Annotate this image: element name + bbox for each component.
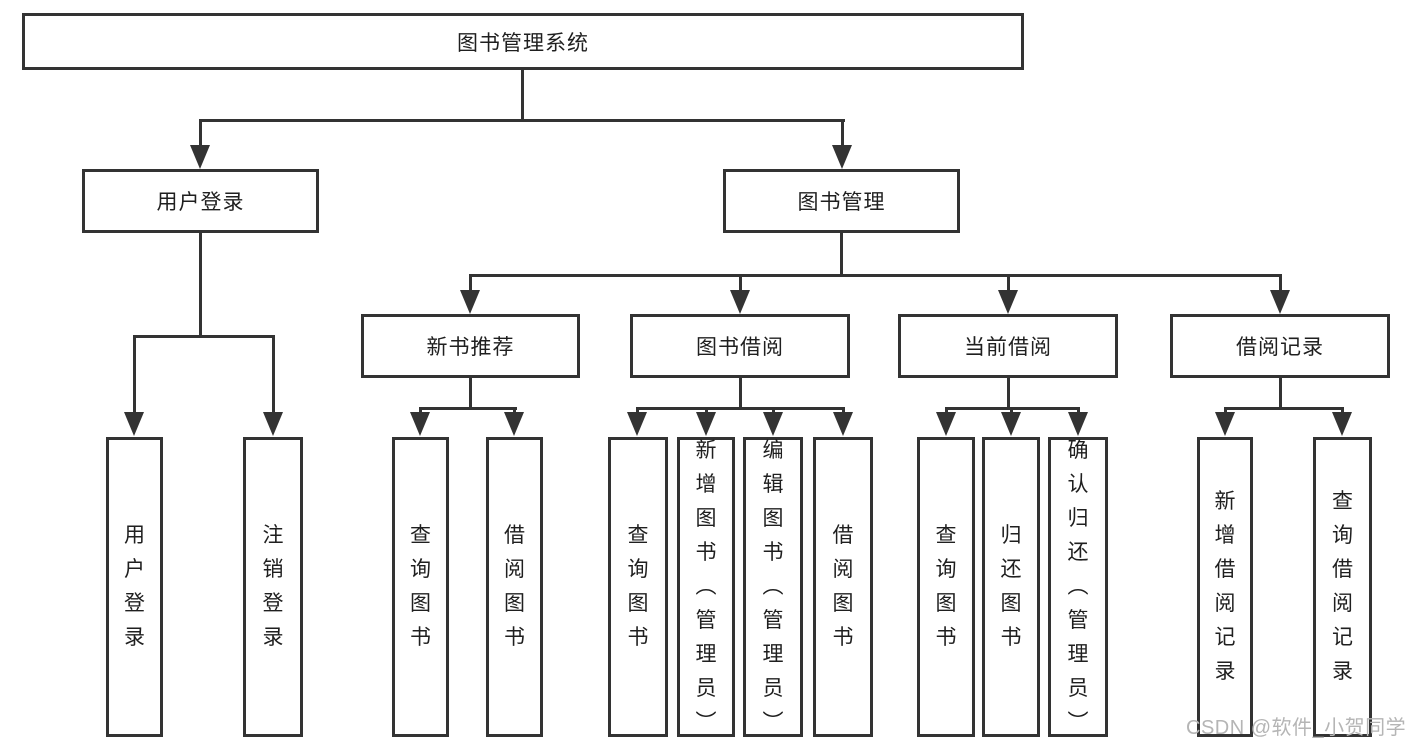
connector-line bbox=[1341, 407, 1344, 416]
arrow-down-icon bbox=[1215, 412, 1235, 436]
arrow-down-icon bbox=[936, 412, 956, 436]
arrow-down-icon bbox=[833, 412, 853, 436]
node-library-management-system: 图书管理系统 bbox=[22, 13, 1024, 70]
arrow-down-icon bbox=[763, 412, 783, 436]
arrow-down-icon bbox=[1068, 412, 1088, 436]
node-label: 新书推荐 bbox=[426, 336, 515, 359]
leaf-current-return-books: 归 还 图 书 bbox=[982, 437, 1040, 737]
node-label: 新 增 图 书 ︵ 管 理 员 ︶ bbox=[695, 439, 717, 734]
connector-line bbox=[521, 69, 524, 121]
leaf-current-query-books: 查 询 图 书 bbox=[917, 437, 975, 737]
node-label: 图书管理 bbox=[797, 191, 886, 214]
node-label: 当前借阅 bbox=[964, 336, 1052, 359]
connector-line bbox=[772, 407, 775, 416]
connector-line bbox=[1007, 274, 1010, 292]
connector-line bbox=[1279, 378, 1282, 410]
leaf-borrow-query-books: 查 询 图 书 bbox=[608, 437, 668, 737]
connector-line bbox=[419, 407, 517, 410]
node-label: 用户登录 bbox=[156, 191, 245, 214]
connector-line bbox=[199, 119, 845, 122]
node-label: 确 认 归 还 ︵ 管 理 员 ︶ bbox=[1067, 439, 1089, 734]
node-label: 借 阅 图 书 bbox=[504, 524, 525, 649]
leaf-borrow-edit-books-admin: 编 辑 图 书 ︵ 管 理 员 ︶ bbox=[743, 437, 803, 737]
arrow-down-icon bbox=[998, 290, 1018, 314]
node-label: 编 辑 图 书 ︵ 管 理 员 ︶ bbox=[762, 439, 784, 734]
node-label: 新 增 借 阅 记 录 bbox=[1214, 490, 1236, 683]
arrow-down-icon bbox=[1001, 412, 1021, 436]
node-label: 注 销 登 录 bbox=[262, 524, 284, 649]
connector-line bbox=[1077, 407, 1080, 416]
arrow-down-icon bbox=[832, 145, 852, 169]
leaf-record-add-borrow-record: 新 增 借 阅 记 录 bbox=[1197, 437, 1253, 737]
connector-line bbox=[1007, 378, 1010, 410]
connector-line bbox=[469, 378, 472, 410]
csdn-watermark: CSDN @软件_小贺同学 bbox=[1186, 717, 1405, 739]
arrow-down-icon bbox=[696, 412, 716, 436]
connector-line bbox=[739, 378, 742, 410]
node-label: 借 阅 图 书 bbox=[832, 524, 854, 649]
leaf-logout: 注 销 登 录 bbox=[243, 437, 303, 737]
connector-line bbox=[513, 407, 516, 416]
arrow-down-icon bbox=[1270, 290, 1290, 314]
connector-line bbox=[133, 335, 136, 414]
node-book-management: 图书管理 bbox=[723, 169, 960, 233]
connector-line bbox=[419, 407, 422, 416]
connector-line bbox=[1010, 407, 1013, 416]
connector-line bbox=[199, 119, 202, 149]
node-label: 查 询 图 书 bbox=[935, 524, 957, 649]
connector-line bbox=[739, 274, 742, 292]
arrow-down-icon bbox=[1332, 412, 1352, 436]
node-label: 图书借阅 bbox=[696, 336, 784, 359]
node-label: 查 询 图 书 bbox=[410, 524, 431, 649]
arrow-down-icon bbox=[190, 145, 210, 169]
leaf-current-confirm-return-admin: 确 认 归 还 ︵ 管 理 员 ︶ bbox=[1048, 437, 1108, 737]
node-label: 查 询 图 书 bbox=[627, 524, 649, 649]
node-current-borrow: 当前借阅 bbox=[898, 314, 1118, 378]
connector-line bbox=[842, 407, 845, 416]
connector-line bbox=[636, 407, 639, 416]
connector-line bbox=[1224, 407, 1227, 416]
node-new-book-recommend: 新书推荐 bbox=[361, 314, 580, 378]
leaf-borrow-add-books-admin: 新 增 图 书 ︵ 管 理 员 ︶ bbox=[677, 437, 735, 737]
node-label: 用 户 登 录 bbox=[124, 524, 145, 649]
connector-line bbox=[199, 233, 202, 338]
connector-line bbox=[133, 335, 275, 338]
connector-line bbox=[945, 407, 948, 416]
connector-line bbox=[1279, 274, 1282, 292]
arrow-down-icon bbox=[504, 412, 524, 436]
connector-line bbox=[705, 407, 708, 416]
leaf-borrow-borrow-books: 借 阅 图 书 bbox=[813, 437, 873, 737]
node-user-login: 用户登录 bbox=[82, 169, 319, 233]
connector-line bbox=[469, 274, 1282, 277]
node-label: 归 还 图 书 bbox=[1000, 524, 1022, 649]
node-label: 借阅记录 bbox=[1236, 336, 1324, 359]
arrow-down-icon bbox=[124, 412, 144, 436]
connector-line bbox=[841, 119, 844, 149]
connector-line bbox=[636, 407, 845, 410]
connector-line bbox=[840, 233, 843, 276]
arrow-down-icon bbox=[730, 290, 750, 314]
connector-line bbox=[272, 335, 275, 414]
node-borrow-records: 借阅记录 bbox=[1170, 314, 1390, 378]
connector-line bbox=[1224, 407, 1344, 410]
arrow-down-icon bbox=[627, 412, 647, 436]
arrow-down-icon bbox=[460, 290, 480, 314]
leaf-record-query-borrow-record: 查 询 借 阅 记 录 bbox=[1313, 437, 1372, 737]
arrow-down-icon bbox=[263, 412, 283, 436]
node-label: 图书管理系统 bbox=[457, 31, 589, 55]
leaf-newbook-borrow-books: 借 阅 图 书 bbox=[486, 437, 543, 737]
connector-line bbox=[469, 274, 472, 292]
node-label: 查 询 借 阅 记 录 bbox=[1332, 490, 1353, 683]
leaf-user-login: 用 户 登 录 bbox=[106, 437, 163, 737]
arrow-down-icon bbox=[410, 412, 430, 436]
node-book-borrow: 图书借阅 bbox=[630, 314, 850, 378]
leaf-newbook-query-books: 查 询 图 书 bbox=[392, 437, 449, 737]
